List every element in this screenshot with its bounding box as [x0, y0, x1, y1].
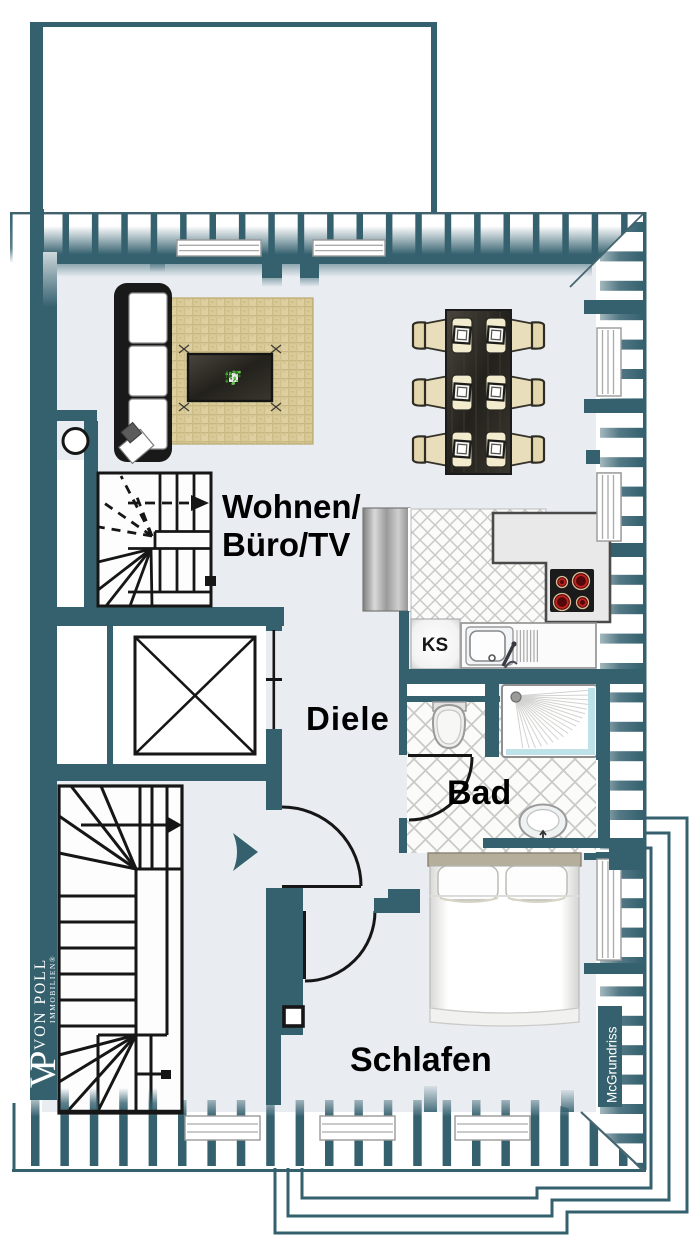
svg-text:Schlafen: Schlafen	[350, 1041, 492, 1079]
svg-text:Wohnen/: Wohnen/	[222, 488, 361, 525]
svg-text:KS: KS	[422, 635, 448, 656]
svg-text:Büro/TV: Büro/TV	[222, 526, 350, 563]
svg-text:Diele: Diele	[306, 700, 390, 737]
svg-text:Bad: Bad	[447, 774, 511, 812]
svg-text:VON POLL: VON POLL	[32, 958, 49, 1050]
svg-text:IMMOBILIEN®: IMMOBILIEN®	[48, 955, 57, 1023]
svg-text:McGrundriss: McGrundriss	[605, 1026, 620, 1103]
